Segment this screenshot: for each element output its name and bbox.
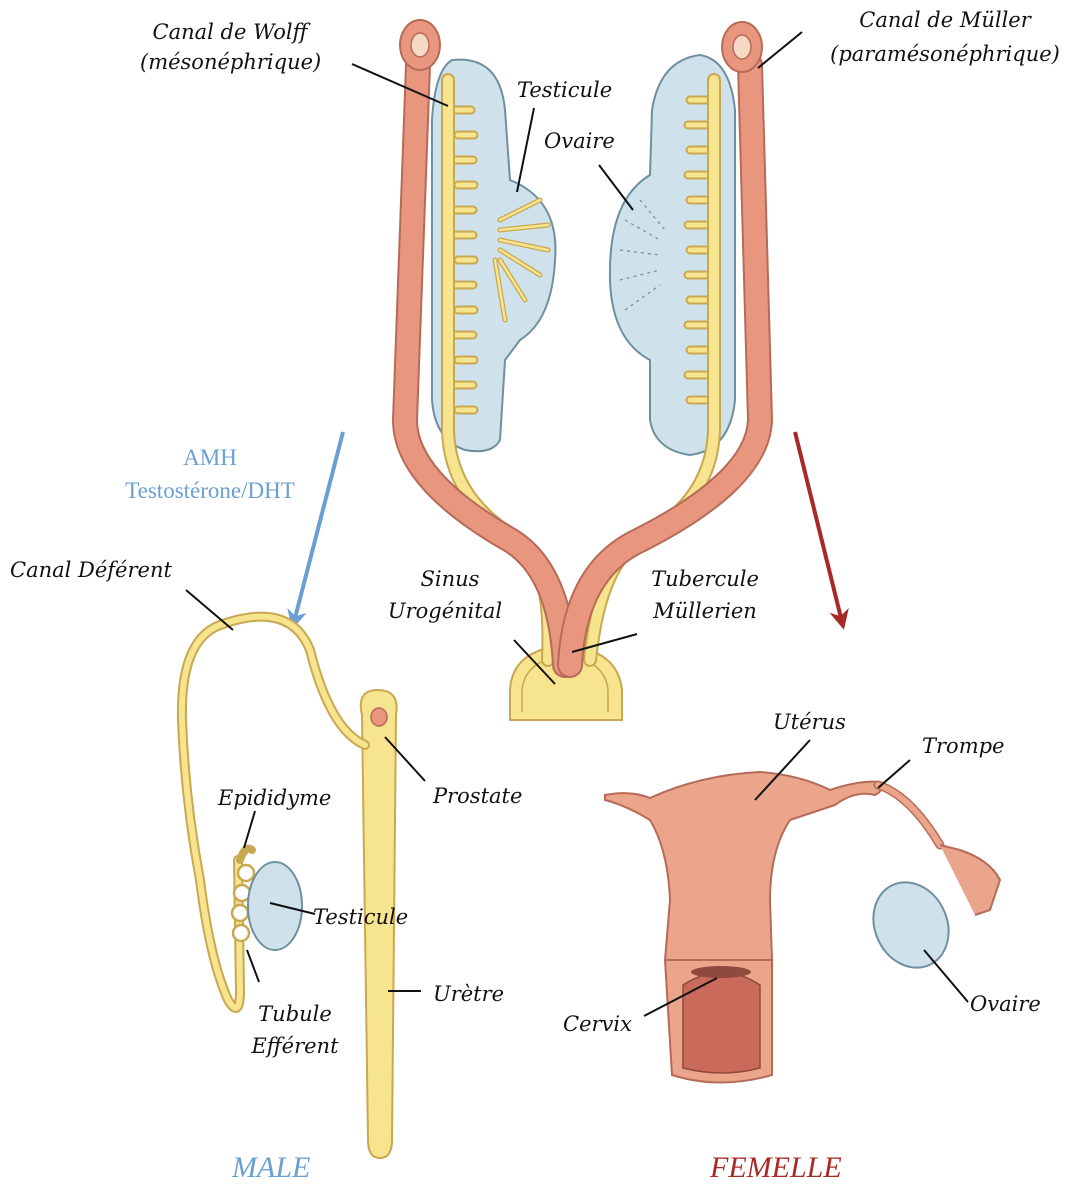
label-canal-deferent: Canal Déférent: [10, 556, 172, 584]
male-testis: [248, 862, 302, 950]
label-mullerien: Müllerien: [640, 597, 770, 625]
leader-lines: [186, 32, 968, 1016]
caption-female: FEMELLE: [710, 1150, 842, 1186]
female-arrow: [795, 432, 842, 622]
label-ovaire-top: Ovaire: [544, 127, 615, 155]
label-urogenital: Urogénital: [375, 597, 515, 625]
label-paramesonephrique: (paramésonéphrique): [820, 40, 1070, 68]
label-canal-muller: Canal de Müller: [820, 6, 1070, 34]
label-mesonephrique: (mésonéphrique): [140, 48, 320, 76]
label-canal-wolff: Canal de Wolff: [140, 18, 320, 46]
label-ovaire-female: Ovaire: [970, 990, 1041, 1018]
cervix: [665, 960, 772, 1083]
label-tubercule: Tubercule: [640, 565, 770, 593]
label-cervix: Cervix: [563, 1010, 632, 1038]
label-testicule-male: Testicule: [313, 903, 408, 931]
label-testicule-top: Testicule: [517, 76, 612, 104]
label-efferent: Efférent: [240, 1032, 350, 1060]
label-trompe: Trompe: [922, 732, 1004, 760]
label-tubule: Tubule: [240, 1000, 350, 1028]
female-ovary: [860, 870, 962, 980]
hormone-amh: AMH: [90, 443, 330, 473]
caption-male: MALE: [232, 1150, 310, 1186]
label-uretre: Urètre: [433, 980, 504, 1008]
label-uterus: Utérus: [773, 708, 846, 736]
hormone-testosterone-dht: Testostérone/DHT: [90, 476, 330, 506]
label-epididyme: Epididyme: [218, 784, 331, 812]
label-sinus: Sinus: [395, 565, 505, 593]
label-prostate: Prostate: [433, 782, 522, 810]
